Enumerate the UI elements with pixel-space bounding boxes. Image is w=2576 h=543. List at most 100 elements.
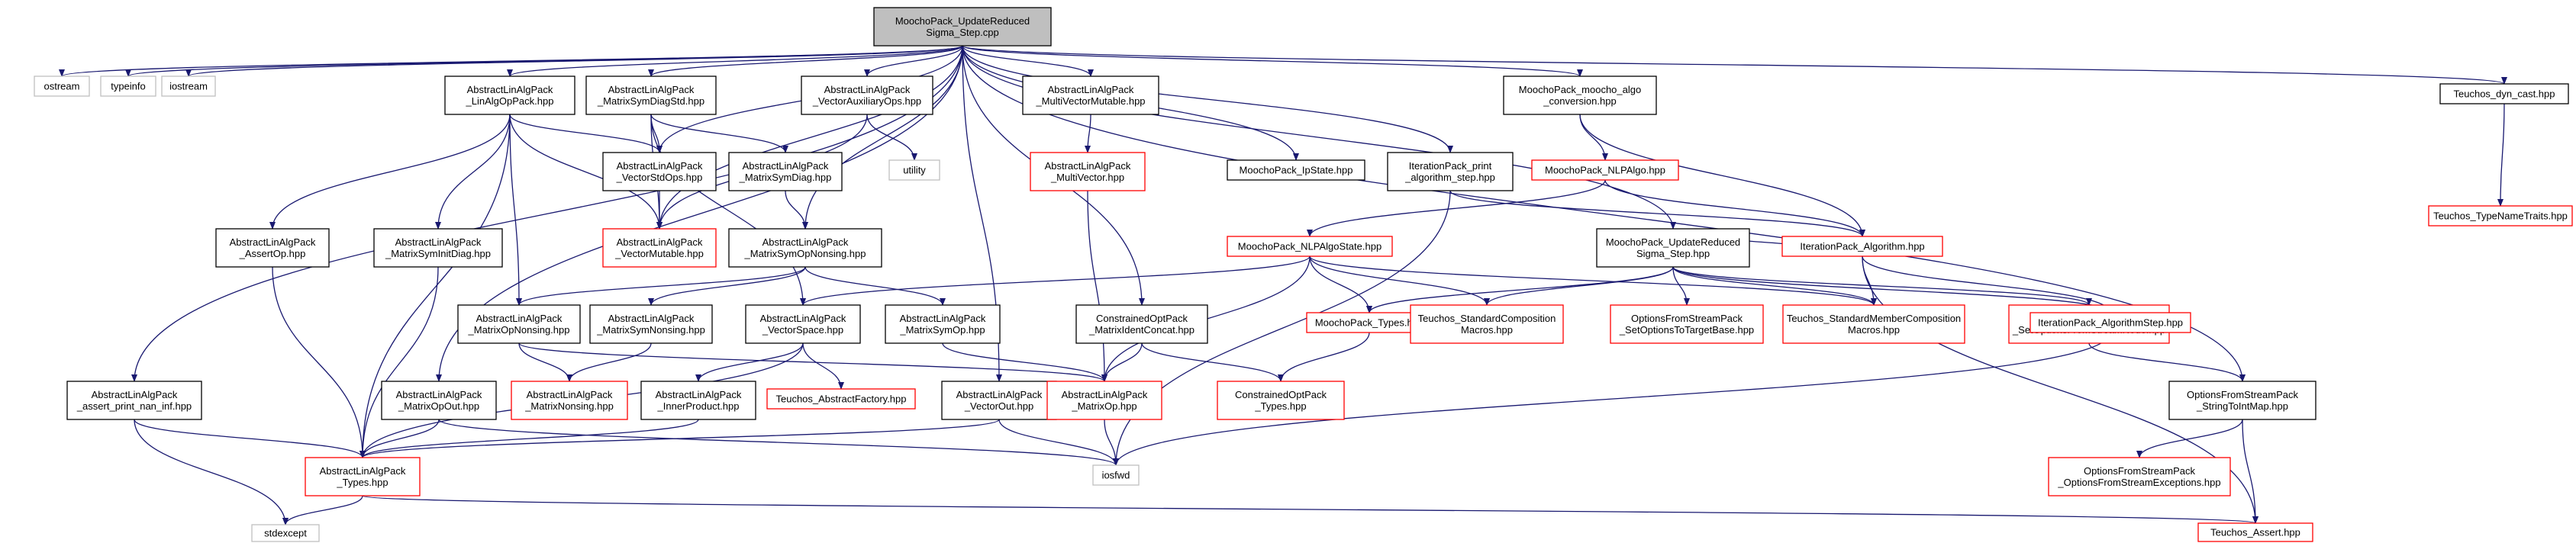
node-linalgop[interactable]: AbstractLinAlgPack_LinAlgOpPack.hpp — [444, 76, 575, 115]
node-tassert[interactable]: Teuchos_Assert.hpp — [2197, 522, 2313, 542]
node-matidentconcat[interactable]: ConstrainedOptPack_MatrixIdentConcat.hpp — [1075, 304, 1208, 344]
nodes-layer: MoochoPack_UpdateReducedSigma_Step.cppos… — [34, 7, 2573, 542]
node-nlpalgostate[interactable]: MoochoPack_NLPAlgoState.hpp — [1227, 236, 1393, 257]
node-matsymdiag[interactable]: AbstractLinAlgPack_MatrixSymDiag.hpp — [728, 152, 843, 191]
node-label: AbstractLinAlgPack — [762, 236, 849, 248]
node-label: AbstractLinAlgPack — [320, 465, 406, 477]
node-label: _InnerProduct.hpp — [657, 400, 740, 412]
node-label: MoochoPack_NLPAlgoState.hpp — [1238, 241, 1381, 252]
node-label: MoochoPack_UpdateReduced — [895, 15, 1030, 27]
node-vecauxops[interactable]: AbstractLinAlgPack_VectorAuxiliaryOps.hp… — [801, 76, 933, 115]
node-box — [511, 381, 628, 420]
node-label: MoochoPack_moocho_algo — [1519, 84, 1641, 95]
node-label: MoochoPack_UpdateReduced — [1606, 236, 1740, 248]
node-assertnan[interactable]: AbstractLinAlgPack_assert_print_nan_inf.… — [66, 381, 202, 420]
node-matsymopnons[interactable]: AbstractLinAlgPack_MatrixSymOpNonsing.hp… — [728, 228, 882, 268]
node-nlpalgo[interactable]: MoochoPack_NLPAlgo.hpp — [1531, 159, 1679, 181]
edge-root-to-vecmutable — [656, 45, 963, 230]
edge-root-to-linalgop — [507, 45, 963, 77]
node-box — [1075, 304, 1208, 344]
node-label: _LinAlgOpPack.hpp — [466, 95, 554, 107]
node-label: Macros.hpp — [1848, 324, 1900, 336]
edge-strtoint-to-tassert — [2242, 419, 2258, 524]
node-matopout[interactable]: AbstractLinAlgPack_MatrixOpOut.hpp — [381, 381, 497, 420]
node-matsymop[interactable]: AbstractLinAlgPack_MatrixSymOp.hpp — [885, 304, 1001, 344]
node-typenametraits[interactable]: Teuchos_TypeNameTraits.hpp — [2428, 205, 2573, 227]
node-label: _VectorStdOps.hpp — [616, 172, 703, 183]
node-box — [381, 381, 497, 420]
node-label: iostream — [169, 81, 208, 92]
node-matnonsing[interactable]: AbstractLinAlgPack_MatrixNonsing.hpp — [511, 381, 628, 420]
node-typeinfo[interactable]: typeinfo — [100, 76, 156, 97]
node-iterstep[interactable]: IterationPack_AlgorithmStep.hpp — [2030, 312, 2191, 333]
node-multivector[interactable]: AbstractLinAlgPack_MultiVector.hpp — [1030, 152, 1146, 191]
node-alptypes[interactable]: AbstractLinAlgPack_Types.hpp — [305, 457, 421, 496]
node-label: IterationPack_AlgorithmStep.hpp — [2038, 317, 2183, 329]
edge-vecspace-to-innerprod — [695, 342, 804, 382]
node-vecmutable[interactable]: AbstractLinAlgPack_VectorMutable.hpp — [602, 228, 717, 268]
node-stdexcept[interactable]: stdexcept — [251, 524, 320, 542]
node-label: typeinfo — [111, 81, 146, 92]
node-vecspace[interactable]: AbstractLinAlgPack_VectorSpace.hpp — [745, 304, 861, 344]
edge-multivector-to-matop — [1087, 190, 1107, 382]
node-label: _VectorSpace.hpp — [762, 324, 843, 336]
node-label: _Types.hpp — [336, 477, 388, 488]
edge-vecauxops-to-utility — [866, 114, 917, 161]
node-label: stdexcept — [264, 528, 307, 539]
node-multivecmut[interactable]: AbstractLinAlgPack_MultiVectorMutable.hp… — [1022, 76, 1159, 115]
node-assertop[interactable]: AbstractLinAlgPack_AssertOp.hpp — [215, 228, 330, 268]
node-label: _VectorMutable.hpp — [614, 248, 704, 259]
node-copttypes[interactable]: ConstrainedOptPack_Types.hpp — [1217, 381, 1345, 420]
edge-matidentconcat-to-matop — [1101, 342, 1143, 382]
node-moochoalgo[interactable]: MoochoPack_moocho_algo_conversion.hpp — [1503, 76, 1657, 115]
node-box — [1227, 236, 1393, 257]
node-label: Teuchos_dyn_cast.hpp — [2454, 88, 2555, 100]
node-label: AbstractLinAlgPack — [656, 389, 742, 400]
node-iostream[interactable]: iostream — [161, 76, 216, 97]
node-iteralgo[interactable]: IterationPack_Algorithm.hpp — [1781, 236, 1943, 257]
node-label: _MultiVectorMutable.hpp — [1035, 95, 1145, 107]
edge-root-to-ostream — [59, 45, 963, 77]
node-vecout[interactable]: AbstractLinAlgPack_VectorOut.hpp — [941, 381, 1057, 420]
node-vecstdops[interactable]: AbstractLinAlgPack_VectorStdOps.hpp — [602, 152, 717, 191]
node-innerprod[interactable]: AbstractLinAlgPack_InnerProduct.hpp — [640, 381, 756, 420]
node-box — [941, 381, 1057, 420]
node-label: OptionsFromStreamPack — [1631, 313, 1743, 324]
node-box — [1531, 159, 1679, 181]
node-dyncast[interactable]: Teuchos_dyn_cast.hpp — [2439, 83, 2569, 104]
node-ipstate[interactable]: MoochoPack_IpState.hpp — [1227, 159, 1365, 181]
edge-iterstep-to-iosfwd — [1113, 332, 2111, 466]
node-label: Macros.hpp — [1461, 324, 1513, 336]
node-ofsexc[interactable]: OptionsFromStreamPack_OptionsFromStreamE… — [2048, 457, 2231, 496]
node-iterprint[interactable]: IterationPack_print_algorithm_step.hpp — [1387, 152, 1514, 191]
node-label: AbstractLinAlgPack — [230, 236, 316, 248]
node-label: _assert_print_nan_inf.hpp — [76, 400, 192, 412]
node-matsymnons[interactable]: AbstractLinAlgPack_MatrixSymNonsing.hpp — [589, 304, 713, 344]
node-box — [745, 304, 861, 344]
node-matsymdiagstd[interactable]: AbstractLinAlgPack_MatrixSymDiagStd.hpp — [585, 76, 717, 115]
node-matsyminitdiag[interactable]: AbstractLinAlgPack_MatrixSymInitDiag.hpp — [373, 228, 503, 268]
edge-linalgop-to-alptypes — [359, 114, 511, 458]
node-label: OptionsFromStreamPack — [2084, 465, 2195, 477]
node-utility[interactable]: utility — [888, 159, 940, 181]
node-iosfwd[interactable]: iosfwd — [1092, 464, 1140, 486]
node-box — [1092, 464, 1140, 486]
edge-root-to-typeinfo — [125, 45, 963, 77]
edge-matsymop-to-matop — [942, 342, 1107, 382]
node-stdmember[interactable]: Teuchos_StandardMemberCompositionMacros.… — [1782, 304, 1965, 344]
edge-setnode-to-strtoint — [2088, 342, 2246, 382]
node-ostream[interactable]: ostream — [34, 76, 90, 97]
edge-moochoalgo-to-nlpalgo — [1579, 114, 1608, 161]
node-label: AbstractLinAlgPack — [396, 389, 482, 400]
node-settarget[interactable]: OptionsFromStreamPack_SetOptionsToTarget… — [1610, 304, 1764, 344]
node-strtoint[interactable]: OptionsFromStreamPack_StringToIntMap.hpp — [2168, 381, 2316, 420]
node-matop[interactable]: AbstractLinAlgPack_MatrixOp.hpp — [1046, 381, 1162, 420]
edge-nlpalgostate-to-vecspace — [800, 255, 1311, 306]
node-abstractfactory[interactable]: Teuchos_AbstractFactory.hpp — [766, 388, 916, 410]
node-label: _VectorAuxiliaryOps.hpp — [812, 95, 921, 107]
node-label: AbstractLinAlgPack — [956, 389, 1043, 400]
node-matopnons[interactable]: AbstractLinAlgPack_MatrixOpNonsing.hpp — [457, 304, 581, 344]
